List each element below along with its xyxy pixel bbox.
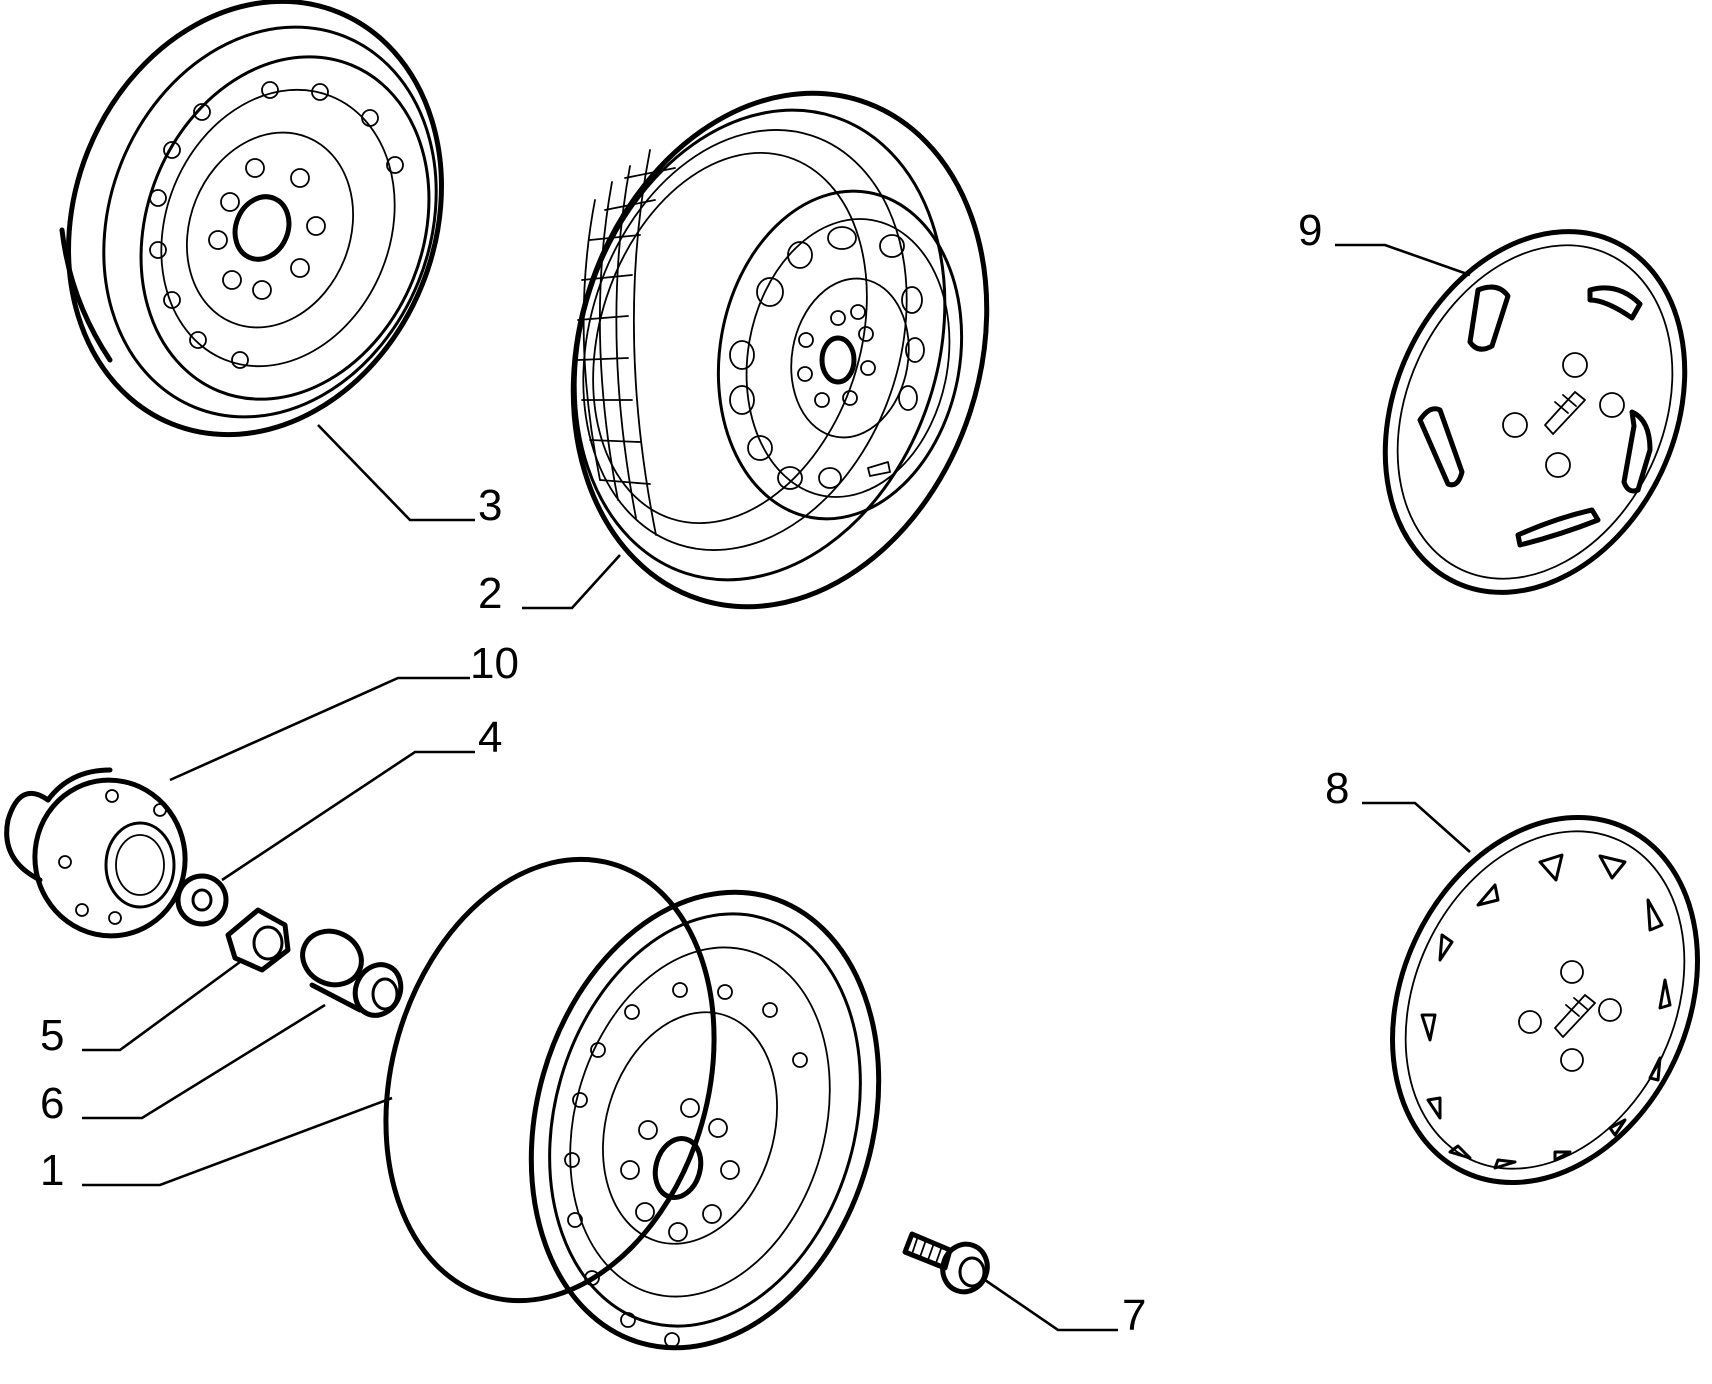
callout-8: 8 [1325, 764, 1349, 813]
callout-2: 2 [478, 569, 502, 618]
washer-icon [175, 873, 229, 927]
callout-10: 10 [470, 639, 519, 688]
leader-line-2 [522, 554, 621, 610]
callout-4: 4 [478, 713, 502, 762]
wheel-hub-icon [4, 767, 188, 939]
callout-1: 1 [40, 1146, 64, 1195]
callout-9: 9 [1298, 206, 1322, 255]
steel-wheel-rim-icon [59, 0, 444, 438]
leader-line-3 [317, 424, 475, 522]
leader-line-4 [221, 750, 475, 882]
leader-line-1 [82, 1096, 393, 1187]
leader-line-9 [1335, 243, 1471, 277]
callout-3: 3 [478, 481, 502, 530]
wheel-bolt-icon [902, 1231, 990, 1295]
hubcap-icon [1390, 815, 1700, 1185]
callout-7: 7 [1122, 1291, 1146, 1340]
callout-6: 6 [40, 1079, 64, 1128]
leader-line-8 [1362, 801, 1471, 853]
leader-line-5 [82, 960, 241, 1052]
wheel-with-tyre-icon [570, 90, 990, 610]
leader-line-10 [169, 676, 470, 782]
steel-wheel-rim-icon [383, 856, 882, 1351]
leader-line-7 [984, 1278, 1118, 1332]
hubcap-icon [1382, 229, 1688, 595]
leader-line-6 [82, 1003, 326, 1120]
callout-5: 5 [40, 1011, 64, 1060]
locking-nut-icon [300, 928, 404, 1018]
wheel-nut-icon [225, 907, 291, 973]
